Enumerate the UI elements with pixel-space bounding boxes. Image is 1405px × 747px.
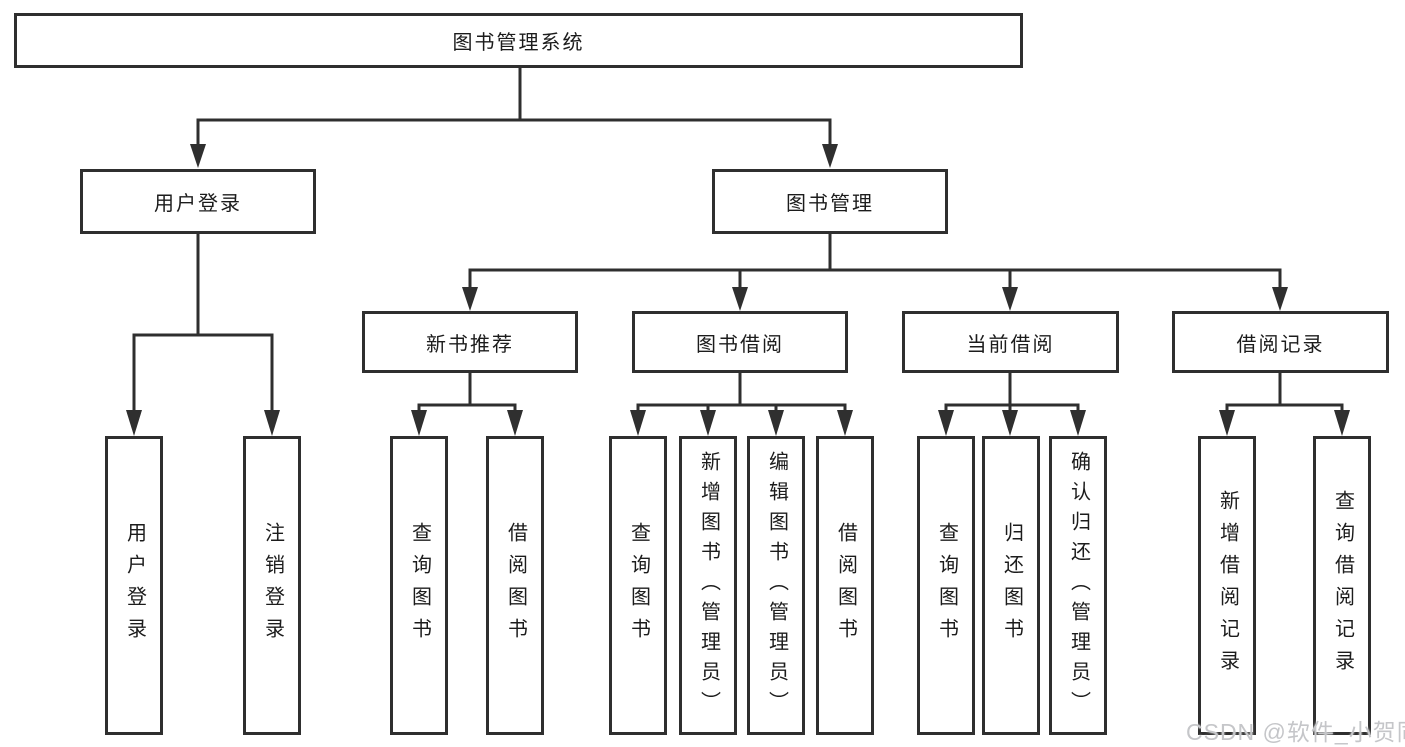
leaf-label: 归还图书 — [1000, 521, 1023, 650]
leaf-label: 查询图书 — [408, 521, 431, 650]
node-library-management-system: 图书管理系统 — [14, 13, 1023, 68]
node-user-login: 用户登录 — [80, 169, 316, 234]
node-borrowing-records: 借阅记录 — [1172, 311, 1389, 373]
leaf-label: 借阅图书 — [504, 521, 527, 650]
leaf-borrow-books-borrowing: 借阅图书 — [816, 436, 874, 735]
node-new-book-recommendation: 新书推荐 — [362, 311, 578, 373]
leaf-label: 查询图书 — [935, 521, 958, 650]
leaf-label: 新增借阅记录 — [1216, 489, 1239, 682]
leaf-label: 确认归还（管理员） — [1067, 450, 1090, 721]
leaf-label: 查询图书 — [627, 521, 650, 650]
leaf-label: 新增图书（管理员） — [697, 450, 720, 721]
leaf-label: 编辑图书（管理员） — [765, 450, 788, 721]
leaf-query-books-current: 查询图书 — [917, 436, 975, 735]
leaf-label: 查询借阅记录 — [1331, 489, 1354, 682]
leaf-label: 注销登录 — [261, 521, 284, 650]
leaf-query-books-recommend: 查询图书 — [390, 436, 448, 735]
node-book-borrowing: 图书借阅 — [632, 311, 848, 373]
leaf-return-books: 归还图书 — [982, 436, 1040, 735]
leaf-query-books-borrowing: 查询图书 — [609, 436, 667, 735]
leaf-user-login: 用户登录 — [105, 436, 163, 735]
watermark: CSDN @软件_小贺同学 — [1186, 719, 1405, 745]
node-book-management: 图书管理 — [712, 169, 948, 234]
leaf-confirm-return-admin: 确认归还（管理员） — [1049, 436, 1107, 735]
leaf-label: 用户登录 — [123, 521, 146, 650]
leaf-borrow-books-recommend: 借阅图书 — [486, 436, 544, 735]
leaf-logout-login: 注销登录 — [243, 436, 301, 735]
leaf-add-books-admin: 新增图书（管理员） — [679, 436, 737, 735]
node-current-borrowing: 当前借阅 — [902, 311, 1119, 373]
leaf-add-borrow-record: 新增借阅记录 — [1198, 436, 1256, 735]
leaf-label: 借阅图书 — [834, 521, 857, 650]
leaf-edit-books-admin: 编辑图书（管理员） — [747, 436, 805, 735]
leaf-query-borrow-record: 查询借阅记录 — [1313, 436, 1371, 735]
